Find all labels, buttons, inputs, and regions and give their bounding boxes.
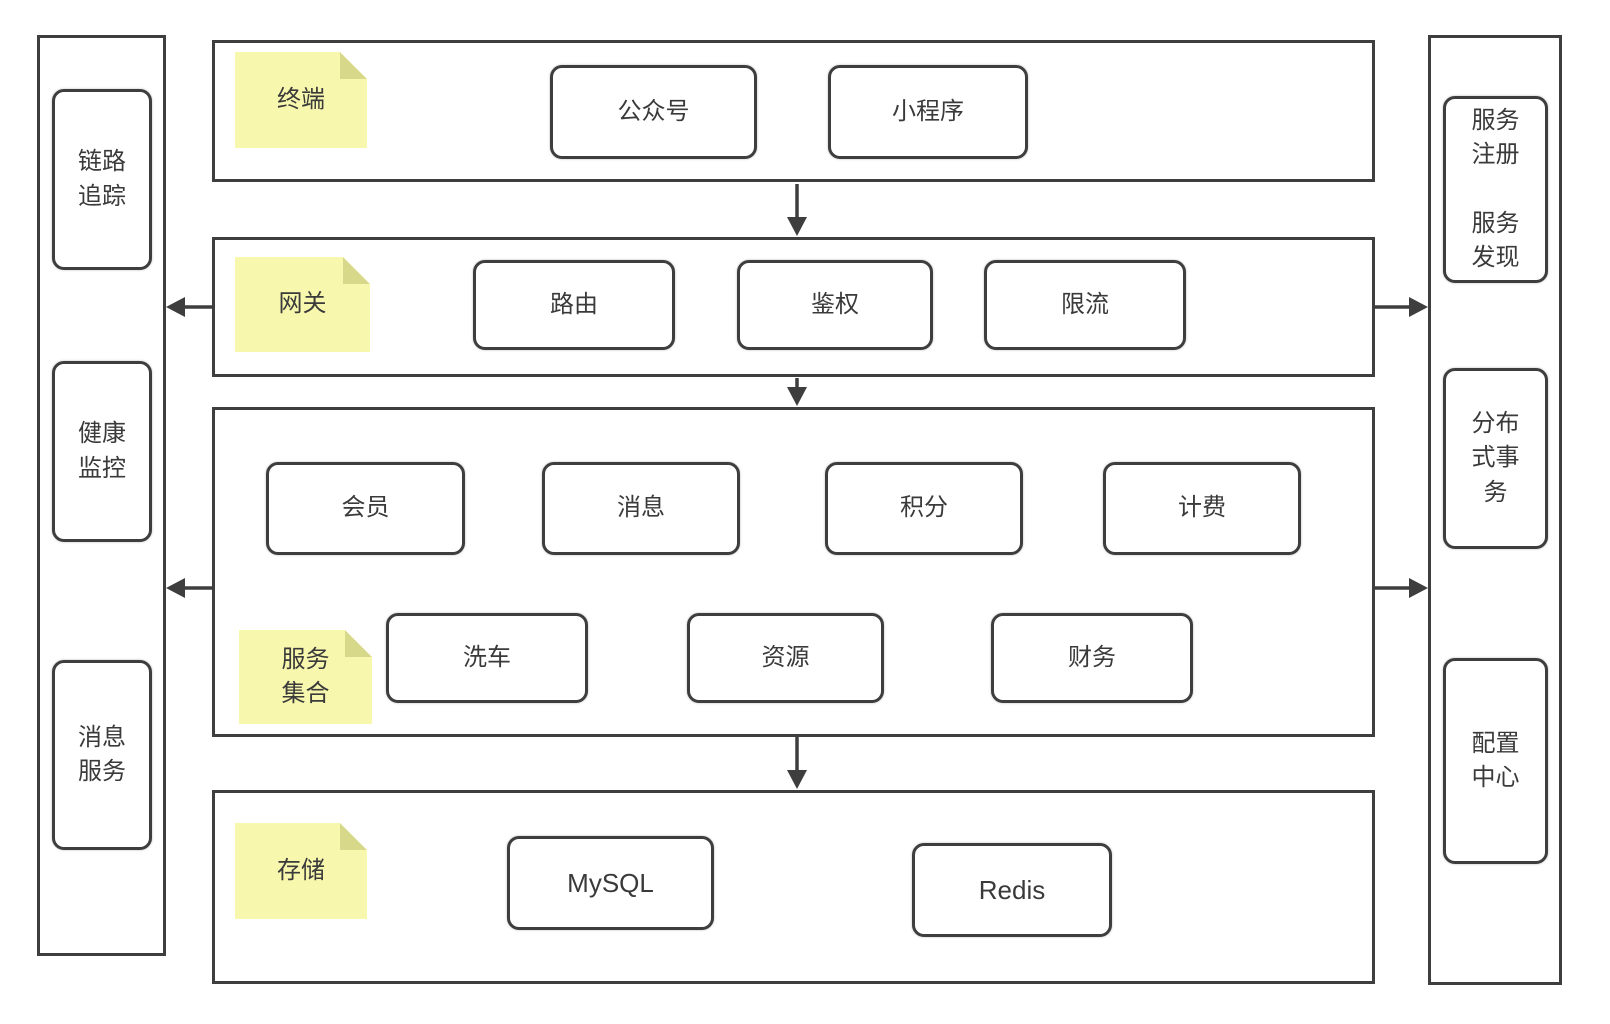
node-mysql-label: MySQL	[567, 867, 654, 898]
node-health-monitoring: 健康 监控	[52, 361, 152, 542]
node-distributed-transaction-label: 分布 式事 务	[1471, 410, 1520, 506]
node-service-registry-discovery-label: 服务 注册 服务 发现	[1471, 107, 1520, 271]
node-message: 消息	[542, 462, 740, 555]
node-routing: 路由	[473, 260, 675, 350]
arrow-right-gateway-icon	[1375, 297, 1428, 317]
node-redis: Redis	[912, 843, 1112, 937]
node-mini-program-label: 小程序	[892, 97, 964, 125]
node-service-registry-discovery: 服务 注册 服务 发现	[1443, 96, 1548, 283]
sticky-storage: 存储	[235, 823, 367, 919]
node-resource: 资源	[687, 613, 884, 703]
sticky-storage-label: 存储	[277, 856, 325, 884]
band-terminal: 终端 公众号 小程序	[212, 40, 1375, 182]
sticky-terminal: 终端	[235, 52, 367, 148]
node-billing: 计费	[1103, 462, 1301, 555]
arrow-left-services-icon	[166, 578, 212, 598]
node-link-tracing-label: 链路 追踪	[78, 148, 126, 210]
node-auth-label: 鉴权	[811, 290, 859, 318]
node-car-wash-label: 洗车	[463, 643, 511, 671]
node-member-label: 会员	[341, 494, 390, 522]
node-official-account-label: 公众号	[617, 97, 690, 125]
band-gateway: 网关 路由 鉴权 限流	[212, 237, 1375, 377]
node-health-monitoring-label: 健康 监控	[78, 420, 126, 482]
node-message-label: 消息	[617, 494, 665, 522]
node-message-service-label: 消息 服务	[78, 723, 126, 785]
node-auth: 鉴权	[737, 260, 933, 350]
node-config-center-label: 配置 中心	[1471, 729, 1520, 791]
node-finance: 财务	[991, 613, 1193, 703]
arrow-down-services-to-storage-icon	[787, 737, 807, 789]
arrow-left-gateway-icon	[166, 297, 212, 317]
node-mini-program: 小程序	[828, 65, 1028, 159]
node-finance-label: 财务	[1068, 643, 1116, 671]
node-link-tracing: 链路 追踪	[52, 89, 152, 270]
band-storage: 存储 MySQL Redis	[212, 790, 1375, 984]
band-services: 会员 消息 积分 计费 服务 集合 洗车 资源 财务	[212, 407, 1375, 737]
node-distributed-transaction: 分布 式事 务	[1443, 368, 1548, 549]
node-points-label: 积分	[900, 494, 948, 522]
sticky-gateway-label: 网关	[278, 290, 327, 318]
sticky-services-label: 服务 集合	[281, 645, 330, 707]
arrow-right-services-icon	[1375, 578, 1428, 598]
node-official-account: 公众号	[550, 65, 757, 159]
node-resource-label: 资源	[761, 643, 810, 671]
sticky-services: 服务 集合	[239, 630, 372, 724]
node-config-center: 配置 中心	[1443, 658, 1548, 864]
node-mysql: MySQL	[507, 836, 714, 930]
left-sidebar-column: 链路 追踪 健康 监控 消息 服务	[37, 35, 166, 956]
node-message-service: 消息 服务	[52, 660, 152, 850]
node-rate-limit-label: 限流	[1061, 290, 1109, 318]
node-billing-label: 计费	[1178, 494, 1226, 522]
node-redis-label: Redis	[978, 874, 1046, 905]
node-routing-label: 路由	[550, 290, 598, 318]
right-sidebar-column: 服务 注册 服务 发现 分布 式事 务 配置 中心	[1428, 35, 1562, 985]
arrow-down-gateway-to-services-icon	[787, 378, 807, 406]
node-car-wash: 洗车	[386, 613, 588, 703]
node-member: 会员	[266, 462, 465, 555]
node-points: 积分	[825, 462, 1023, 555]
sticky-gateway: 网关	[235, 257, 370, 352]
node-rate-limit: 限流	[984, 260, 1186, 350]
sticky-terminal-label: 终端	[277, 85, 325, 113]
arrow-down-terminal-to-gateway-icon	[787, 184, 807, 236]
